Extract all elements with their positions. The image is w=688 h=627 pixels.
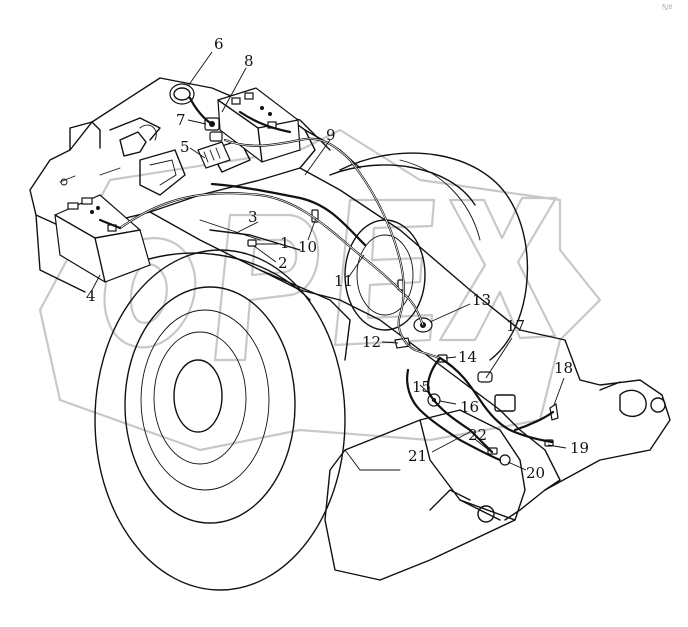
callout-5: 5 — [180, 138, 190, 156]
leader-lines — [91, 51, 567, 471]
box-component — [217, 87, 301, 163]
callout-2: 2 — [278, 254, 288, 272]
callout-7: 7 — [176, 111, 186, 129]
callout-17: 17 — [506, 317, 525, 335]
callout-14: 14 — [458, 348, 477, 366]
callout-9: 9 — [326, 126, 336, 144]
harness-wires — [98, 96, 555, 462]
callout-10: 10 — [298, 238, 317, 256]
corner-mark: ℕº — [662, 3, 672, 12]
callout-11: 11 — [334, 272, 353, 290]
callout-13: 13 — [472, 291, 491, 309]
callout-22: 22 — [468, 426, 487, 444]
callout-6: 6 — [214, 35, 224, 53]
box-component — [54, 194, 151, 283]
callout-16: 16 — [460, 398, 479, 416]
callout-3: 3 — [248, 208, 258, 226]
callout-19: 19 — [570, 439, 589, 457]
callout-21: 21 — [408, 447, 427, 465]
callout-18: 18 — [554, 359, 573, 377]
machine-frame — [29, 77, 671, 591]
watermark — [38, 128, 602, 452]
callout-4: 4 — [86, 287, 96, 305]
lamp-component — [169, 83, 195, 105]
callout-1: 1 — [280, 234, 290, 252]
callout-labels: 6 8 7 5 9 3 1 2 4 10 11 12 13 14 15 16 1… — [86, 35, 589, 482]
callout-8: 8 — [244, 52, 254, 70]
parts — [54, 83, 559, 466]
fuse-component — [197, 141, 231, 169]
callout-12: 12 — [362, 333, 381, 351]
callout-20: 20 — [526, 464, 545, 482]
callout-15: 15 — [412, 378, 431, 396]
